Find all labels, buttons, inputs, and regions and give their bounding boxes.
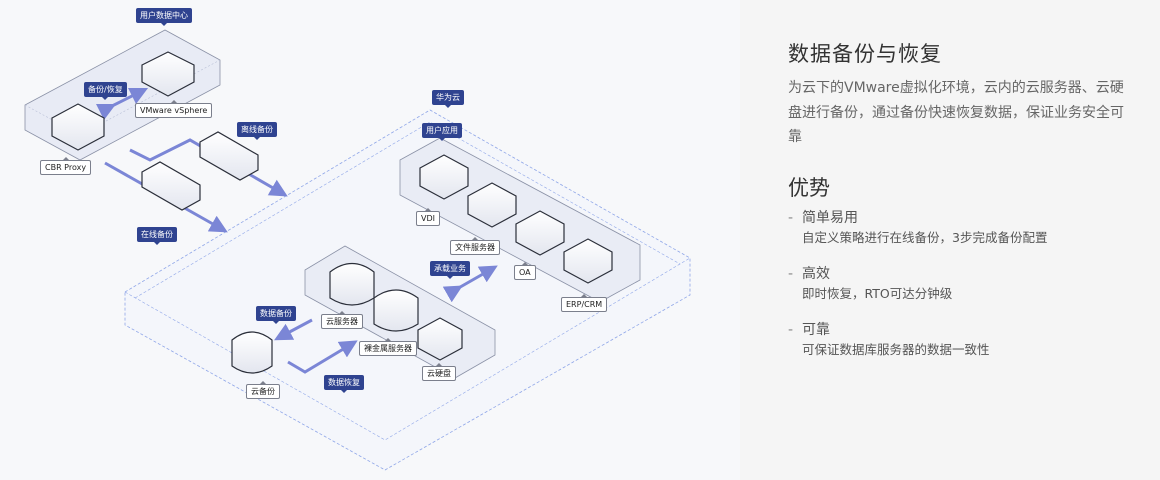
label-vdi: VDI (416, 208, 440, 226)
advantage-title: 可靠 (802, 322, 830, 338)
advantage-item: -高效 即时恢复，RTO可达分钟级 (788, 264, 1128, 304)
cloud-server-box (329, 262, 375, 306)
label-vmware-vsphere: VMware vSphere (135, 100, 213, 118)
advantage-title: 简单易用 (802, 210, 858, 226)
tag-user-apps: 用户应用 (422, 123, 462, 141)
dash: - (788, 322, 794, 338)
tag-offline-backup: 离线备份 (237, 122, 277, 140)
backup-restore-arrow (95, 87, 149, 121)
oa-server (515, 210, 565, 256)
backup-architecture-diagram: 用户数据中心 备份/恢复 VMware vSphere CBR Proxy 离线… (24, 8, 691, 471)
vdi-server (419, 154, 469, 200)
servers (51, 51, 613, 374)
advantages-title: 优势 (788, 176, 830, 200)
tag-carry-business: 承载业务 (430, 261, 470, 279)
dash: - (788, 266, 794, 282)
dash: - (788, 210, 794, 226)
tag-data-restore: 数据恢复 (324, 375, 364, 393)
page-title: 数据备份与恢复 (788, 42, 942, 66)
advantage-desc: 自定义策略进行在线备份，3步完成备份配置 (802, 230, 1048, 245)
carry-business-arrow (442, 265, 498, 303)
label-oa: OA (514, 262, 536, 280)
bare-metal-box (373, 289, 419, 332)
des-device (199, 131, 259, 181)
advantage-desc: 即时恢复，RTO可达分钟级 (802, 286, 953, 301)
vm-server (141, 51, 195, 97)
label-cloud-backup: 云备份 (246, 381, 280, 399)
erp-server (563, 238, 613, 284)
tag-backup-restore: 备份/恢复 (84, 82, 127, 100)
advantage-desc: 可保证数据库服务器的数据一致性 (802, 342, 990, 357)
advantage-item: -简单易用 自定义策略进行在线备份，3步完成备份配置 (788, 208, 1128, 248)
tag-online-backup: 在线备份 (137, 227, 177, 245)
cloud-disk-box (417, 317, 463, 361)
tag-huawei-cloud: 华为云 (432, 90, 464, 108)
advantage-item: -可靠 可保证数据库服务器的数据一致性 (788, 320, 1128, 360)
tag-user-datacenter: 用户数据中心 (136, 8, 192, 26)
tag-data-backup: 数据备份 (256, 306, 296, 324)
data-restore-arrow (287, 340, 358, 374)
label-cbr-proxy: CBR Proxy (40, 157, 92, 175)
label-file-server: 文件服务器 (450, 237, 500, 255)
advantage-title: 高效 (802, 266, 830, 282)
label-cloud-disk: 云硬盘 (422, 363, 456, 381)
network-device (141, 161, 201, 211)
info-panel: 数据备份与恢复 为云下的VMware虚拟化环境，云内的云服务器、云硬盘进行备份，… (740, 0, 1160, 480)
cbr-proxy-server (51, 103, 105, 151)
description: 为云下的VMware虚拟化环境，云内的云服务器、云硬盘进行备份，通过备份快速恢复… (788, 80, 1124, 145)
label-cloud-server: 云服务器 (321, 311, 363, 329)
file-server (467, 182, 517, 228)
cloud-backup-box (231, 331, 273, 374)
label-erp-crm: ERP/CRM (561, 294, 608, 312)
data-backup-arrow (274, 318, 313, 341)
diagram-canvas (24, 29, 691, 471)
label-bare-metal: 裸金属服务器 (359, 338, 417, 356)
